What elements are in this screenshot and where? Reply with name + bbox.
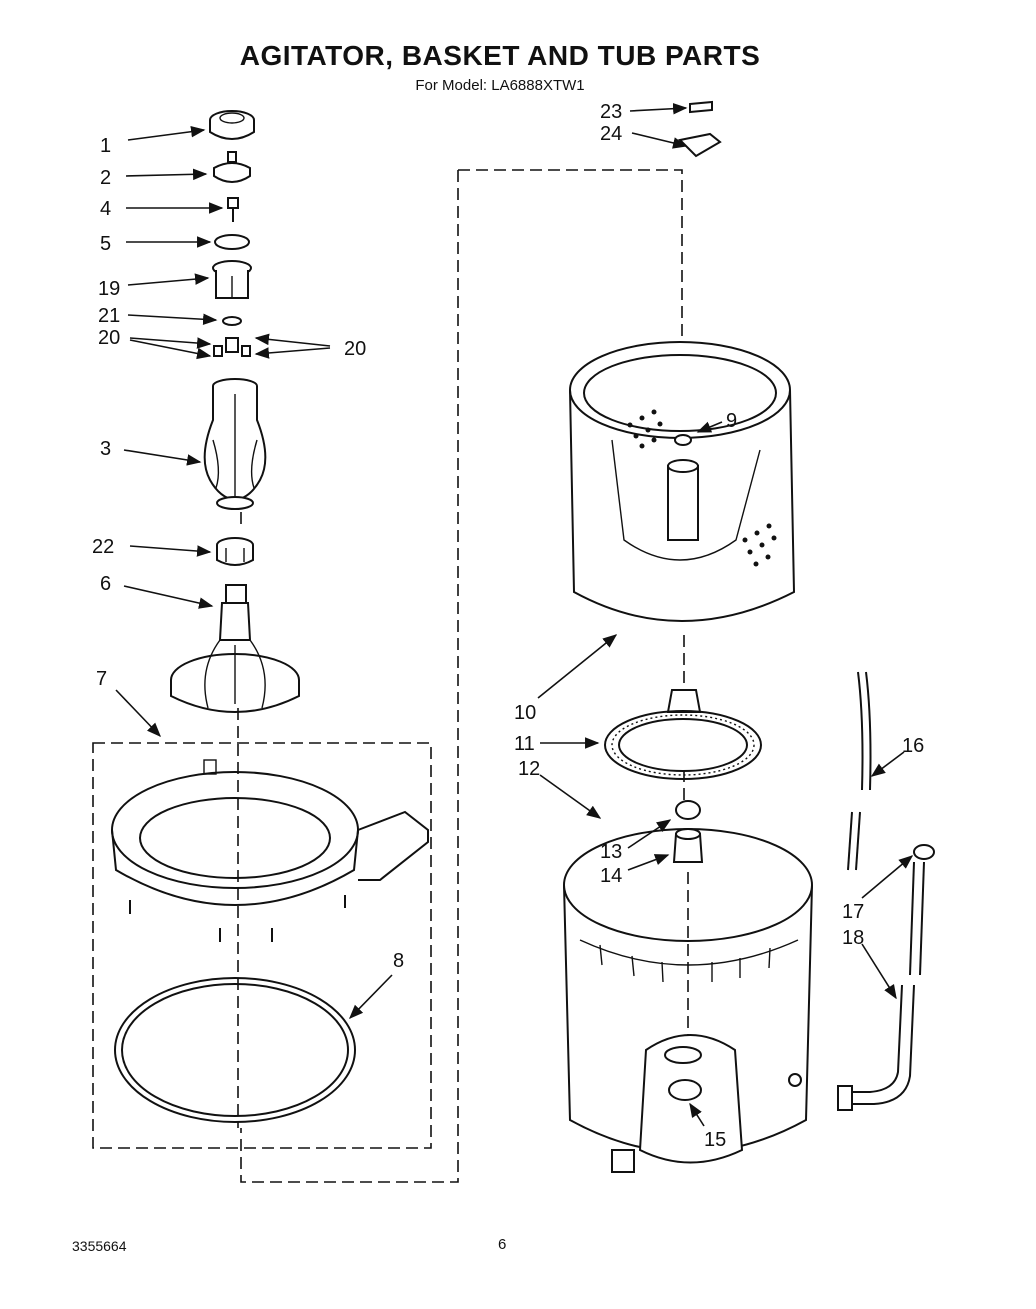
callout-number: 21 [98,305,120,327]
page-title: AGITATOR, BASKET AND TUB PARTS [239,40,761,71]
cap-bracket-part [213,151,251,183]
callout-number: 13 [600,841,622,863]
callout-number: 1 [100,135,111,157]
agitator-cap-part [209,110,255,140]
hose-clamp-part [913,844,935,860]
agitator-part [203,378,267,510]
callout-number: 23 [600,101,622,123]
retainer-clip-part [689,100,713,114]
callout-number: 17 [842,901,864,923]
bracket-part [677,132,722,158]
callout-number: 2 [100,167,111,189]
callout-number: 22 [92,536,114,558]
snap-ring-part [675,800,701,820]
balance-ring-part [604,710,762,780]
tub-ring-part [111,759,429,942]
callout-number: 5 [100,233,111,255]
cam-part [212,260,252,299]
callout-number: 19 [98,278,120,300]
callout-number: 24 [600,123,622,145]
bolt-part [227,197,239,222]
callout-labels: 1 2 4 5 19 21 20 20 3 22 6 7 8 23 24 9 1… [92,101,924,1151]
document-number: 3355664 [72,1238,127,1254]
callout-number: 20 [98,327,120,349]
tub-ring-assembly-box [92,742,432,1149]
callout-number: 12 [518,758,540,780]
drain-hose-part [837,861,925,1111]
washer-ring-part [214,234,250,250]
basket-drive-hub-part [666,689,702,713]
callout-number: 8 [393,950,404,972]
assembly-connector-line [240,169,689,1183]
dogs-part [213,337,251,357]
agitator-ratchet-part [216,537,254,566]
callout-number: 6 [100,573,111,595]
spin-basket-part [569,341,796,622]
callout-number: 14 [600,865,622,887]
tub-seal-gasket-part [114,977,356,1123]
small-ring-part [222,316,242,326]
callout-number: 15 [704,1129,726,1151]
callout-number: 4 [100,198,111,220]
drive-bell-part [170,584,300,713]
outer-tub-part [563,828,813,1173]
callout-number: 9 [726,410,737,432]
page-subtitle: For Model: LA6888XTW1 [415,77,585,94]
callout-number: 20 [344,338,366,360]
callout-leaders [115,102,914,1127]
callout-number: 10 [514,702,536,724]
tub-hub-nut-part [672,828,704,863]
callout-number: 11 [514,733,535,755]
callout-number: 3 [100,438,111,460]
callout-number: 18 [842,927,864,949]
page-number: 6 [498,1236,507,1253]
pressure-hose-part [847,671,872,871]
callout-number: 7 [96,668,107,690]
callout-number: 16 [902,735,924,757]
